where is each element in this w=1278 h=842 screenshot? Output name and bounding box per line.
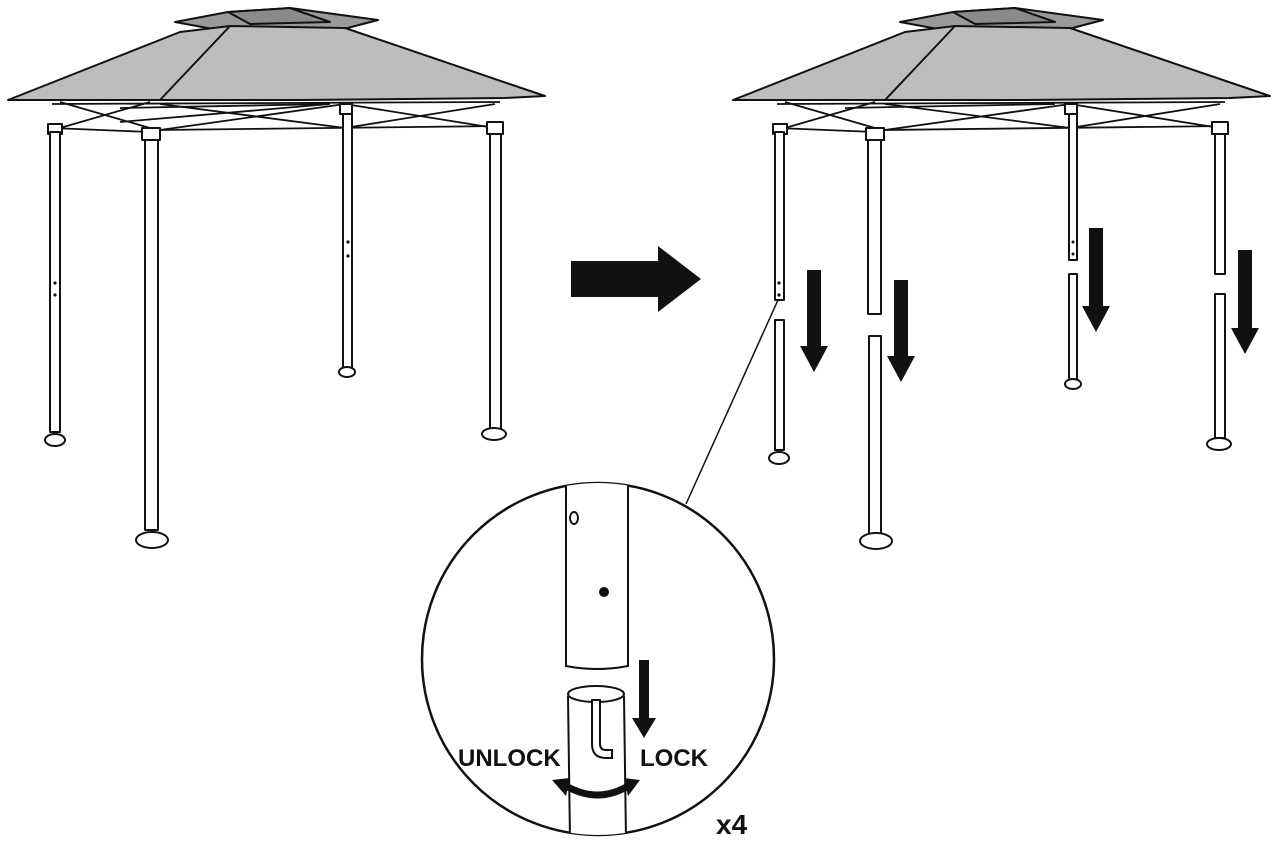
down-arrow-icon [1082,228,1110,332]
j-lock-slot [591,699,613,759]
foot-plate [859,532,893,550]
gazebo-before [7,7,546,549]
main-canopy [732,25,1271,101]
right-arrow-icon [571,246,701,312]
detail-leader-line [685,299,779,505]
foot-plate [768,451,790,465]
lock-label: LOCK [640,745,709,772]
gazebo-after [732,7,1271,550]
leg-upper-back-right [1068,113,1078,261]
main-canopy [7,25,546,101]
upper-tube [565,483,629,670]
foot-plate [481,427,507,441]
unlock-label: UNLOCK [458,745,561,772]
foot-plate [338,366,356,378]
truss-frame [776,101,1226,133]
lock-detail: UNLOCK LOCK [420,481,776,837]
lower-tube [567,695,628,835]
leg-upper-front-left [774,131,785,301]
leg-lower-back-right [1068,273,1078,381]
leg-lower-front-center [868,335,882,535]
twist-arrow-icon [564,782,630,799]
down-arrow-icon [632,660,656,738]
leg-upper-front-center [867,139,882,315]
quantity-label: x4 [716,809,748,840]
foot-plate [135,531,169,549]
foot-plate [1064,378,1082,390]
leg-front-center [144,139,159,531]
down-arrow-icon [887,280,915,382]
truss-frame [51,101,501,133]
foot-plate [44,433,66,447]
leg-front-right [489,133,502,431]
leg-upper-front-right [1214,133,1226,275]
down-arrow-icon [1231,250,1259,354]
leg-lower-front-left [774,319,785,451]
down-arrow-icon [800,270,828,372]
foot-plate [1206,437,1232,451]
leg-lower-front-right [1214,293,1226,439]
